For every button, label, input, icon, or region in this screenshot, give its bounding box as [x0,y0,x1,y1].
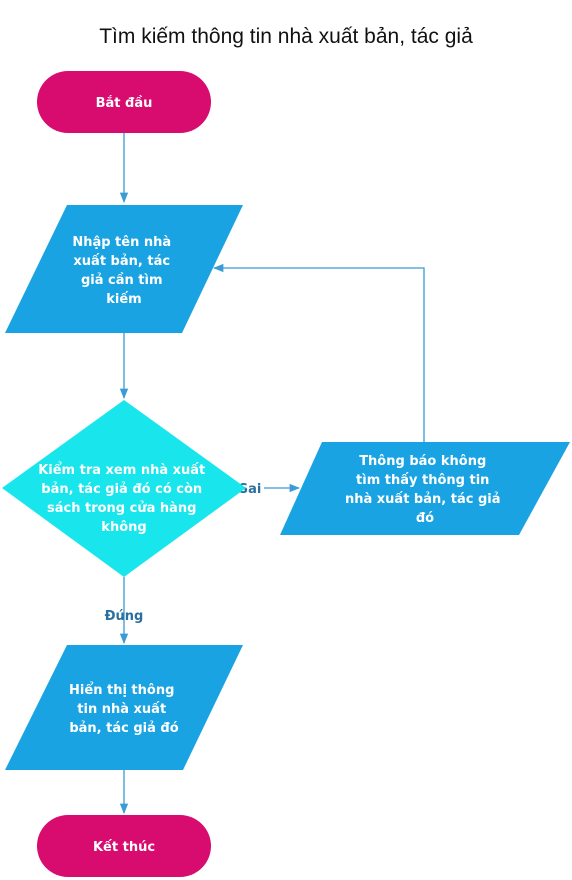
start-node: Bắt đầu [37,71,211,133]
input-label-line: xuất bản, tác [73,254,170,269]
check-node: Kiểm tra xem nhà xuất bản, tác giả đó có… [2,400,246,577]
input-label-line: kiếm [106,292,141,307]
end-label-line: Kết thúc [93,840,155,855]
check-label-line: bản, tác giả đó có còn [41,482,202,497]
check-shape [2,400,246,577]
start-shape [37,71,211,133]
display-label-line: Hiển thị thông [69,682,174,698]
input-label-line: Nhập tên nhà [72,235,171,250]
start-label: Bắt đầu [96,96,153,111]
not-found-label: Thông báo không tìm thấy thông tin nhà x… [345,454,505,526]
not-found-label-line: Thông báo không [359,454,486,469]
input-label: Nhập tên nhà xuất bản, tác giả cần tìm k… [72,235,175,307]
diagram-title: Tìm kiếm thông tin nhà xuất bản, tác giả [99,25,473,48]
display-label: Hiển thị thông tin nhà xuất bản, tác giả… [69,682,179,736]
check-label-line: không [101,520,146,535]
check-label-line: Kiểm tra xem nhà xuất [38,462,205,478]
input-node: Nhập tên nhà xuất bản, tác giả cần tìm k… [5,205,243,333]
display-node: Hiển thị thông tin nhà xuất bản, tác giả… [5,645,243,770]
not-found-label-line: đó [416,511,434,526]
check-label-line: sách trong cửa hàng [47,501,197,516]
end-shape [37,815,211,877]
display-shape [5,645,243,770]
check-label: Kiểm tra xem nhà xuất bản, tác giả đó có… [38,462,210,535]
display-label-line: tin nhà xuất [77,702,166,717]
input-shape [5,205,243,333]
edge-label-no-bg [236,478,264,496]
not-found-label-line: nhà xuất bản, tác giả [345,492,501,507]
edge-not-found-to-input [212,263,425,442]
start-label-line: Bắt đầu [96,96,153,111]
not-found-shape [280,442,570,535]
not-found-label-line: tìm thấy thông tin [356,473,489,488]
end-node: Kết thúc [37,815,211,877]
display-label-line: bản, tác giả đó [69,721,178,736]
end-label: Kết thúc [93,840,155,855]
not-found-node: Thông báo không tìm thấy thông tin nhà x… [280,442,570,535]
edge-label-yes: Đúng [105,609,144,624]
input-label-line: giả cần tìm [81,273,163,288]
edge-label-no: Sai [239,482,262,497]
